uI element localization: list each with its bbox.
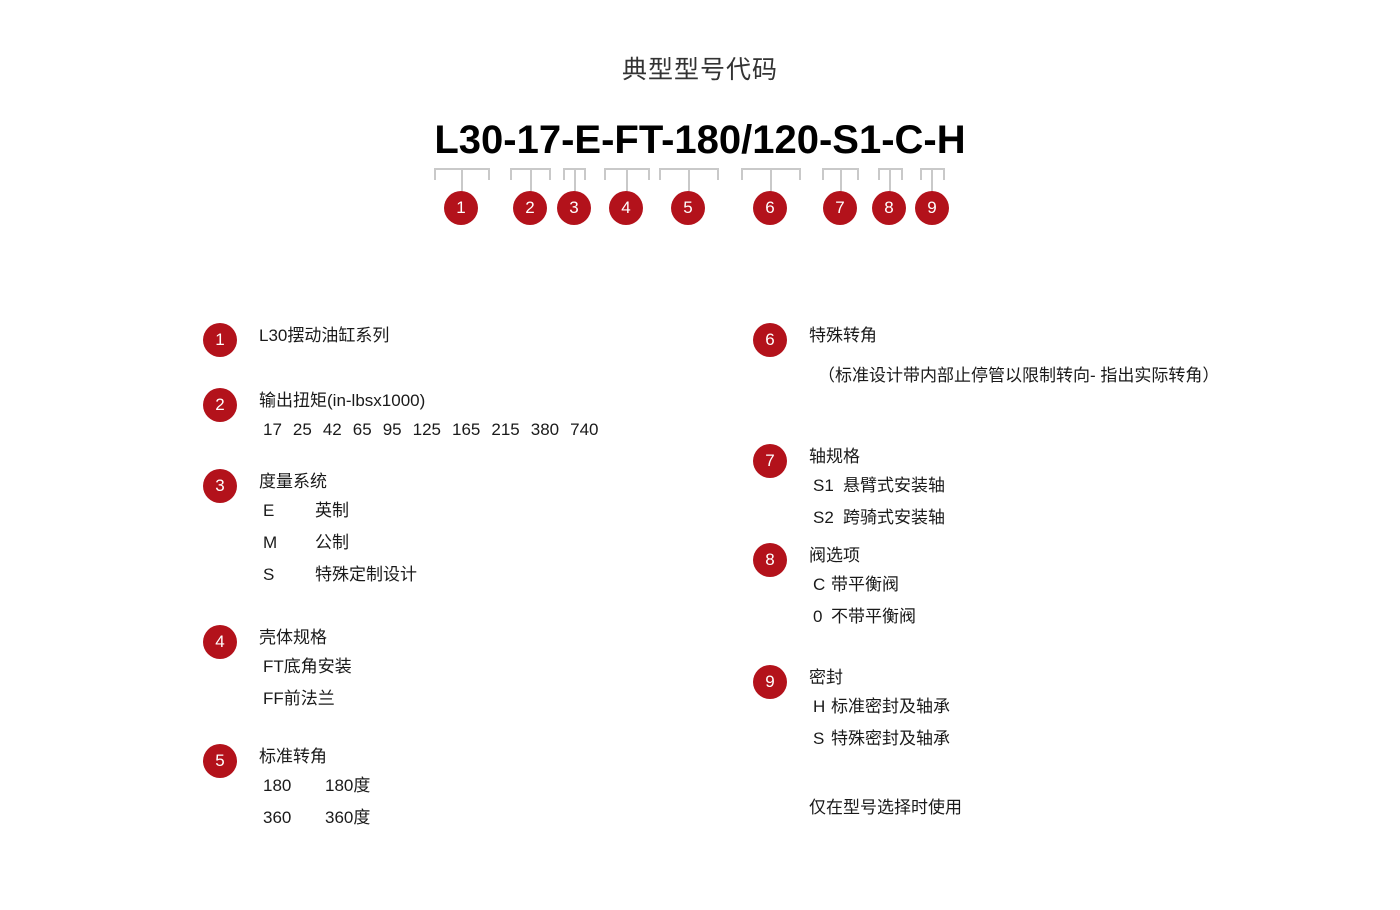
- torque-value: 65: [352, 420, 372, 439]
- option-code: H: [813, 697, 826, 716]
- option-desc: 英制: [315, 501, 349, 520]
- legend-title-8: 阀选项: [809, 546, 860, 565]
- legend-sub-line: S1 悬臂式安装轴: [809, 470, 1369, 502]
- legend-badge-6[interactable]: 6: [753, 323, 787, 357]
- option-code: S: [813, 729, 825, 748]
- torque-values-row: 17 25 42 65 95 125 165 215 380 740: [259, 414, 819, 446]
- callout-bracket-9: [920, 168, 945, 180]
- option-code: S2: [813, 508, 834, 527]
- option-desc: 带平衡阀: [831, 575, 899, 594]
- torque-value: 17: [263, 420, 282, 439]
- option-code: C: [813, 575, 826, 594]
- callout-marker-4[interactable]: 4: [609, 191, 643, 225]
- torque-value: 215: [491, 420, 520, 439]
- legend-body-5: 标准转角 180 180度 360 360度: [259, 744, 819, 834]
- legend-badge-5[interactable]: 5: [203, 744, 237, 778]
- option-desc: 悬臂式安装轴: [843, 476, 945, 495]
- legend-body-8: 阀选项 C 带平衡阀 0 不带平衡阀: [809, 543, 1369, 633]
- option-desc: 180度: [325, 776, 371, 795]
- legend-sub-line: 360 360度: [259, 802, 819, 834]
- option-code: 360: [263, 808, 292, 827]
- legend-title-5: 标准转角: [259, 747, 327, 766]
- option-desc: 特殊定制设计: [315, 565, 417, 584]
- legend-title-3: 度量系统: [259, 472, 327, 491]
- model-code-string: L30-17-E-FT-180/120-S1-C-H: [434, 118, 966, 162]
- callout-bracket-5: [659, 168, 719, 180]
- legend-sub-line: S 特殊密封及轴承: [809, 723, 1369, 755]
- legend-body-4: 壳体规格 FT底角安装 FF前法兰: [259, 625, 819, 715]
- callout-marker-2[interactable]: 2: [513, 191, 547, 225]
- legend-title-7: 轴规格: [809, 447, 860, 466]
- legend-body-2: 输出扭矩(in-lbsx1000) 17 25 42 65 95 125 165 215 380…: [259, 388, 819, 446]
- legend-title-6: 特殊转角: [809, 326, 877, 345]
- torque-value: 125: [412, 420, 441, 439]
- legend-body-7: 轴规格 S1 悬臂式安装轴 S2 跨骑式安装轴: [809, 444, 1369, 534]
- callout-bracket-7: [822, 168, 859, 180]
- legend-sub-line: M 公制: [259, 527, 819, 559]
- option-desc: 不带平衡阀: [831, 607, 916, 626]
- legend-sub-line: FF前法兰: [259, 683, 819, 715]
- option-desc: 标准密封及轴承: [831, 697, 950, 716]
- legend-body-1: L30摆动油缸系列: [259, 323, 819, 349]
- legend-note-6: （标准设计带内部止停管以限制转向- 指出实际转角）: [818, 366, 1220, 385]
- callout-marker-9[interactable]: 9: [915, 191, 949, 225]
- option-desc: 360度: [325, 808, 371, 827]
- legend-title-2: 输出扭矩(in-lbsx1000): [259, 391, 426, 410]
- option-code: 180: [263, 776, 292, 795]
- torque-value: 380: [530, 420, 560, 439]
- legend-title-4: 壳体规格: [259, 628, 327, 647]
- legend-sub-line: S 特殊定制设计: [259, 559, 819, 591]
- legend-sub-line: FT底角安装: [259, 651, 819, 683]
- legend-body-9: 密封 H 标准密封及轴承 S 特殊密封及轴承: [809, 665, 1369, 755]
- callout-marker-5[interactable]: 5: [671, 191, 705, 225]
- callout-bracket-2: [510, 168, 551, 180]
- callout-marker-3[interactable]: 3: [557, 191, 591, 225]
- legend-sub-line: E 英制: [259, 495, 819, 527]
- legend-title-1: L30摆动油缸系列: [259, 326, 390, 345]
- callout-bracket-1: [434, 168, 490, 180]
- option-desc: 公制: [315, 533, 349, 552]
- legend-sub-line: C 带平衡阀: [809, 569, 1369, 601]
- option-code: FT: [263, 657, 284, 676]
- option-code: 0: [813, 607, 823, 626]
- callout-bracket-3: [563, 168, 586, 180]
- torque-value: 95: [382, 420, 402, 439]
- legend-badge-4[interactable]: 4: [203, 625, 237, 659]
- legend-footnote: 仅在型号选择时使用: [809, 798, 962, 817]
- callout-marker-1[interactable]: 1: [444, 191, 478, 225]
- callout-marker-8[interactable]: 8: [872, 191, 906, 225]
- callout-bracket-6: [741, 168, 801, 180]
- torque-value: 25: [292, 420, 312, 439]
- legend-body-3: 度量系统 E 英制 M 公制 S 特殊定制设计: [259, 469, 819, 591]
- option-code: FF: [263, 689, 284, 708]
- option-code: S: [263, 565, 275, 584]
- legend-sub-line: 0 不带平衡阀: [809, 601, 1369, 633]
- callout-bracket-4: [604, 168, 650, 180]
- torque-value: 42: [322, 420, 342, 439]
- option-desc: 前法兰: [283, 689, 335, 708]
- torque-value: 740: [570, 420, 599, 439]
- option-code: S1: [813, 476, 834, 495]
- option-desc: 底角安装: [283, 657, 352, 676]
- callout-marker-6[interactable]: 6: [753, 191, 787, 225]
- callout-marker-7[interactable]: 7: [823, 191, 857, 225]
- option-desc: 特殊密封及轴承: [831, 729, 950, 748]
- option-desc: 跨骑式安装轴: [843, 508, 945, 527]
- callout-bracket-8: [878, 168, 903, 180]
- legend-badge-1[interactable]: 1: [203, 323, 237, 357]
- legend-sub-line: 180 180度: [259, 770, 819, 802]
- page-title: 典型型号代码: [621, 56, 778, 84]
- legend-badge-7[interactable]: 7: [753, 444, 787, 478]
- legend-badge-3[interactable]: 3: [203, 469, 237, 503]
- legend-badge-2[interactable]: 2: [203, 388, 237, 422]
- torque-value: 165: [451, 420, 481, 439]
- legend-body-6: 特殊转角 （标准设计带内部止停管以限制转向- 指出实际转角）: [809, 323, 1369, 389]
- legend-title-9: 密封: [809, 668, 843, 687]
- option-code: E: [263, 501, 275, 520]
- legend-badge-8[interactable]: 8: [753, 543, 787, 577]
- legend-badge-9[interactable]: 9: [753, 665, 787, 699]
- legend-sub-line: S2 跨骑式安装轴: [809, 502, 1369, 534]
- legend-sub-line: H 标准密封及轴承: [809, 691, 1369, 723]
- option-code: M: [263, 533, 278, 552]
